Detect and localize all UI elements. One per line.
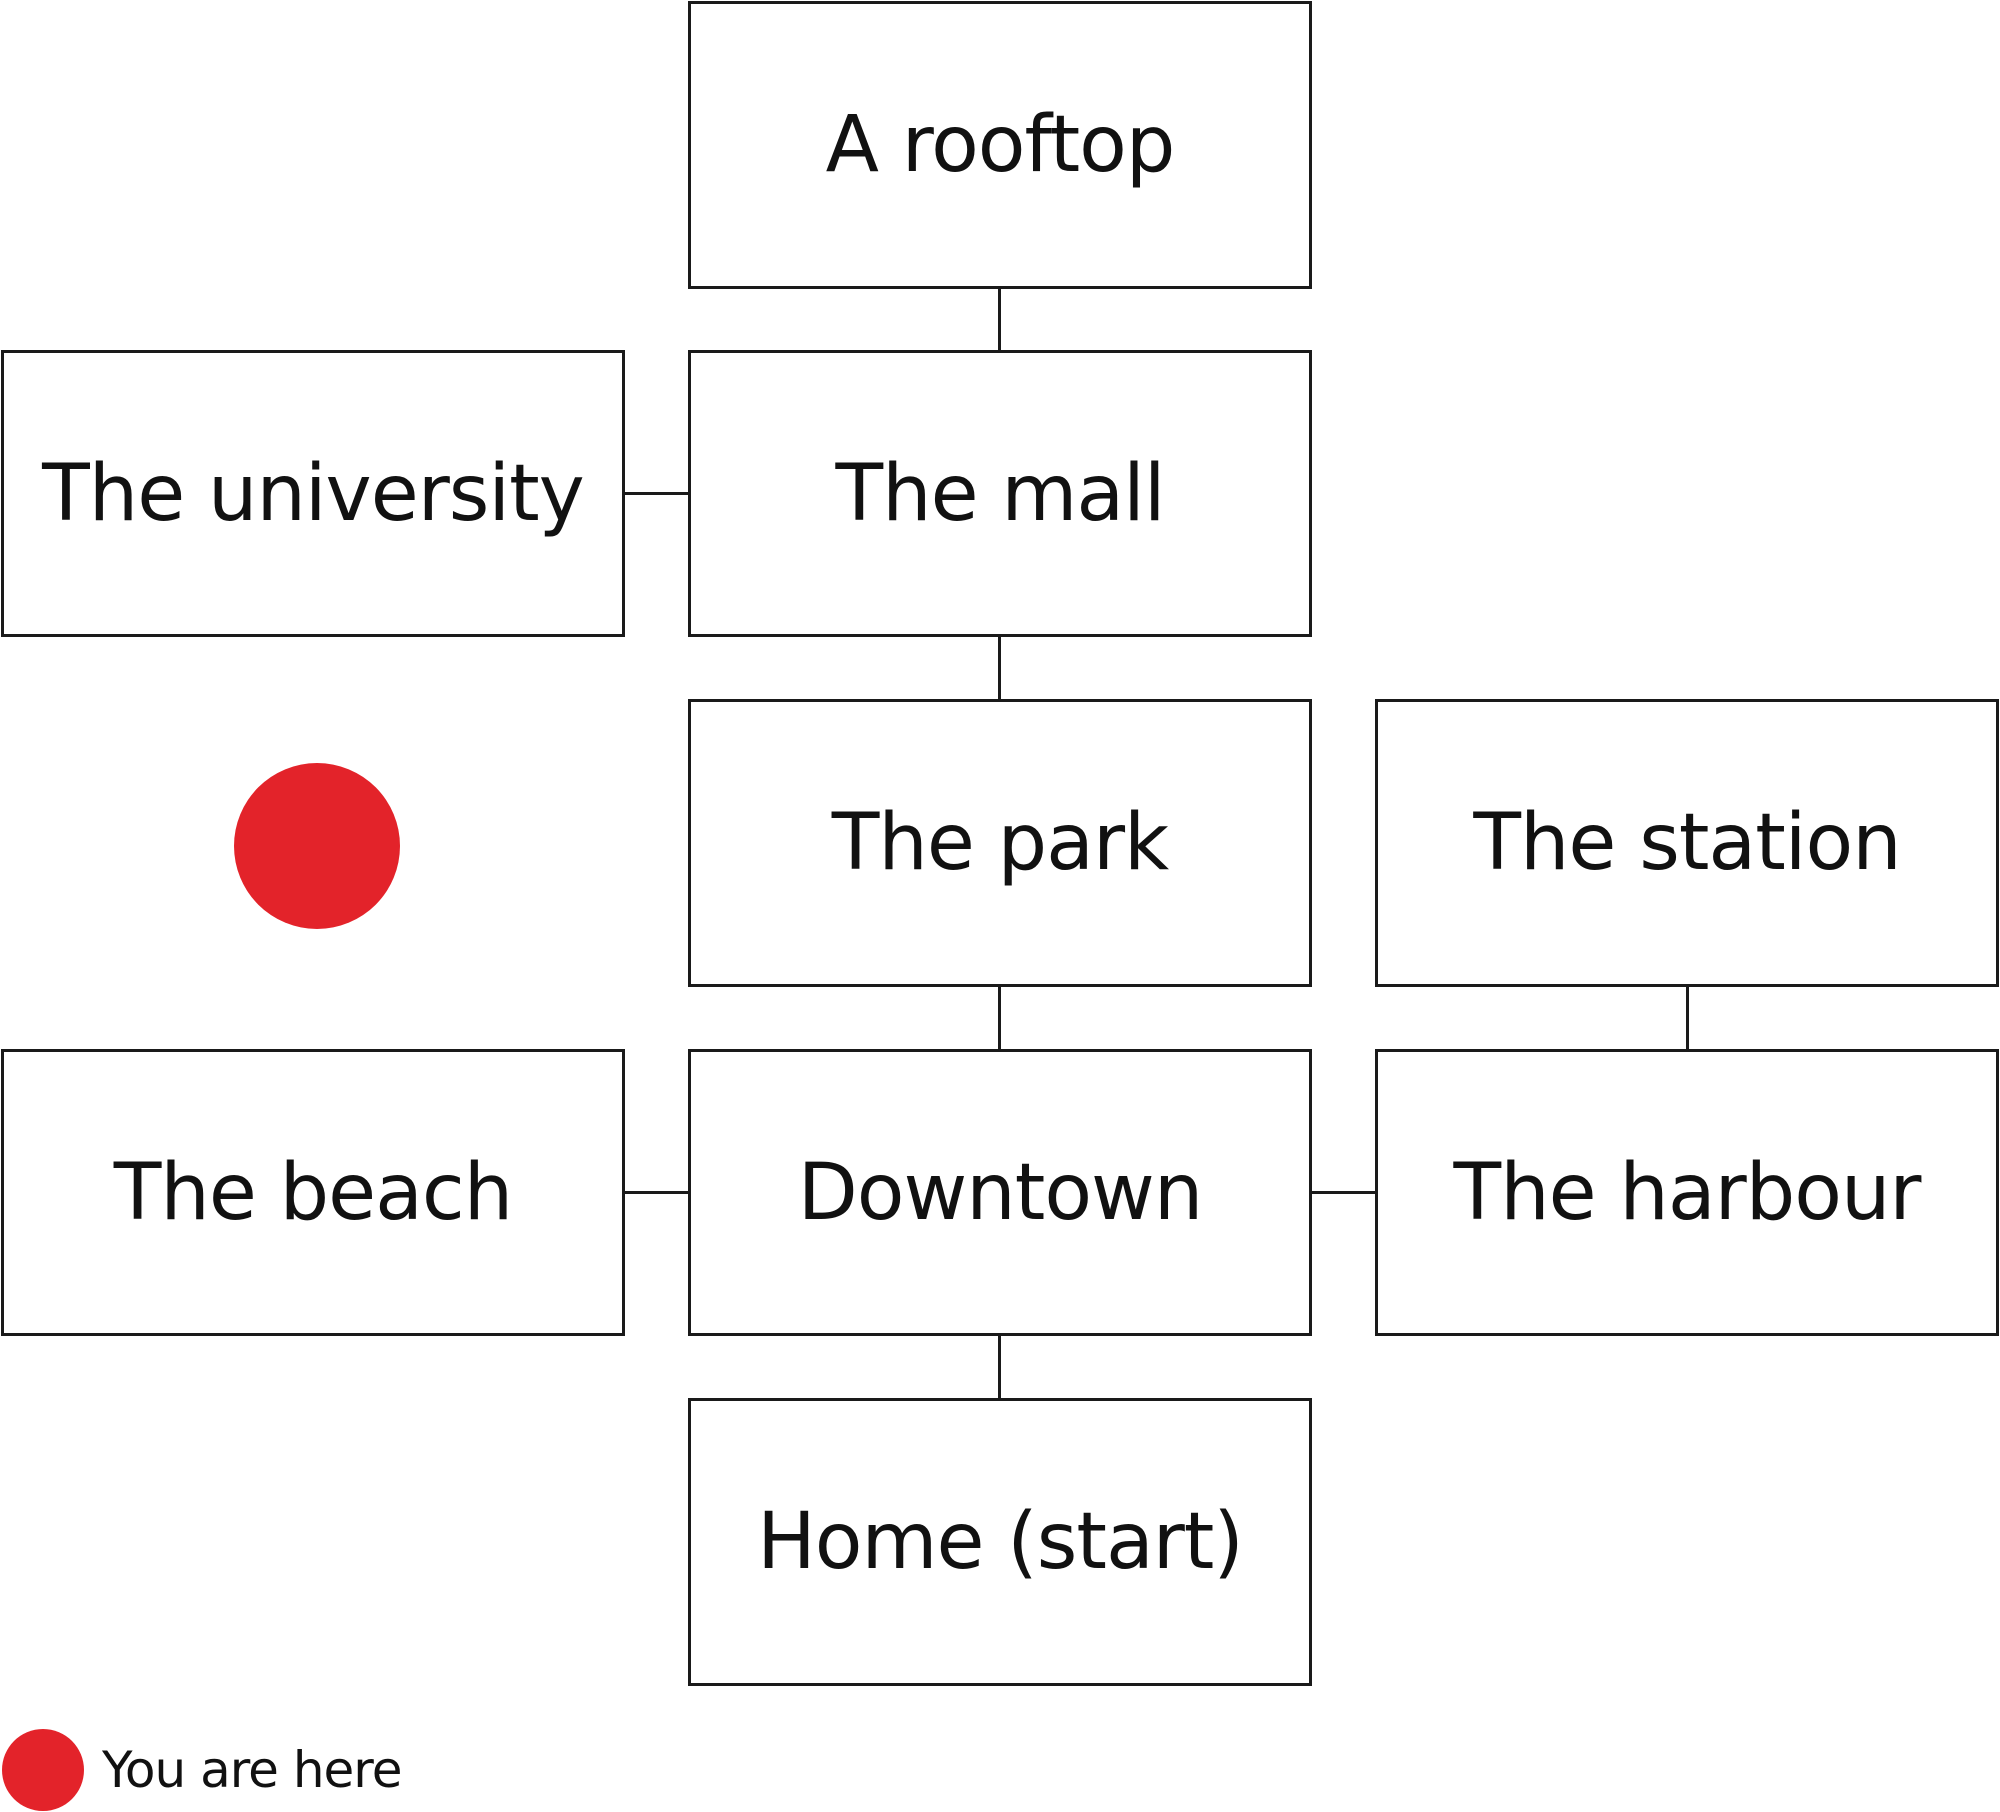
node-label: The station	[1473, 798, 1901, 888]
node-label: Downtown	[797, 1147, 1204, 1238]
node-park: The park	[688, 699, 1312, 987]
connector-mall-park	[998, 637, 1001, 699]
legend-marker-icon	[2, 1729, 84, 1811]
node-label: The beach	[113, 1147, 513, 1238]
node-label: A rooftop	[825, 100, 1176, 190]
connector-park-downtown	[998, 987, 1001, 1049]
node-beach: The beach	[1, 1049, 625, 1336]
connector-downtown-home	[998, 1336, 1001, 1398]
node-rooftop: A rooftop	[688, 1, 1312, 289]
node-label: The park	[831, 798, 1169, 888]
node-harbour: The harbour	[1375, 1049, 1999, 1336]
node-home: Home (start)	[688, 1398, 1312, 1686]
connector-station-harbour	[1686, 987, 1689, 1049]
connector-downtown-harbour	[1311, 1191, 1377, 1194]
node-label: Home (start)	[757, 1497, 1244, 1587]
legend-label: You are here	[102, 1741, 402, 1799]
node-label: The harbour	[1453, 1147, 1922, 1238]
you-are-here-marker	[234, 763, 400, 929]
connector-university-mall	[624, 492, 690, 495]
connector-beach-downtown	[624, 1191, 690, 1194]
node-label: The university	[42, 448, 585, 539]
node-university: The university	[1, 350, 625, 929]
node-label: The mall	[835, 448, 1166, 539]
node-mall: The mall	[688, 350, 1312, 637]
node-downtown: Downtown	[688, 1049, 1312, 1336]
node-station: The station	[1375, 699, 1999, 987]
connector-rooftop-mall	[998, 288, 1001, 350]
legend: You are here	[2, 1728, 402, 1812]
